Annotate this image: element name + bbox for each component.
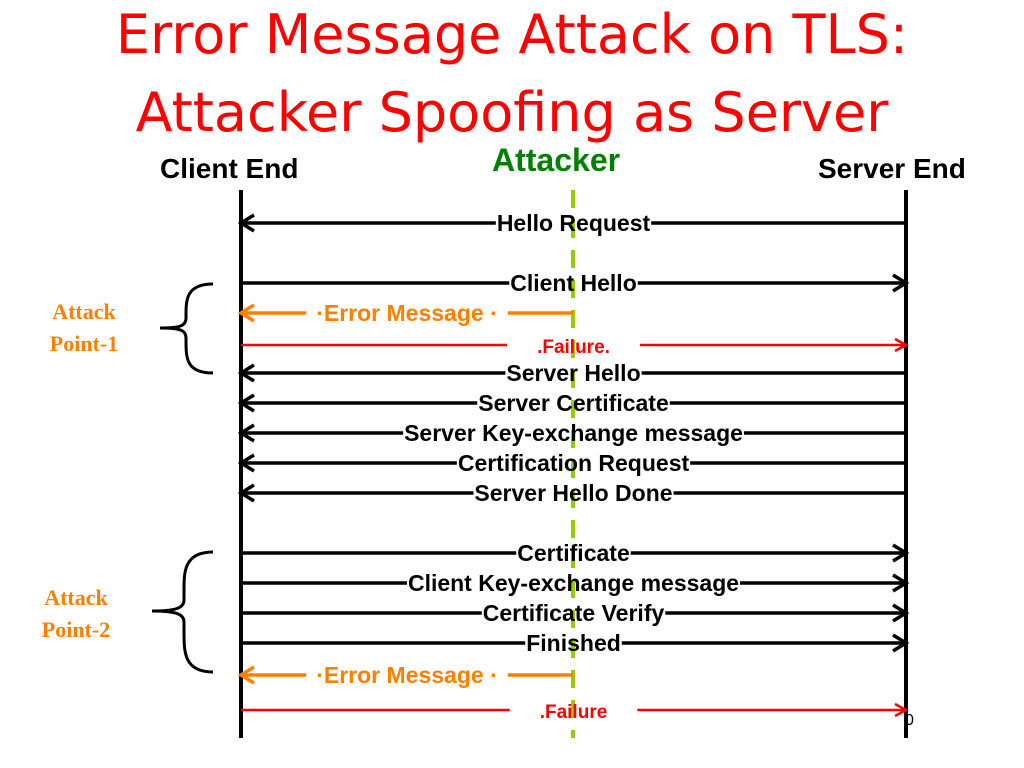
arrowhead xyxy=(892,573,910,593)
message-label: ·Error Message · xyxy=(316,300,498,326)
message-label: Certification Request xyxy=(458,450,690,476)
message-arrow-7: Server Key-exchange message xyxy=(237,420,906,446)
arrowhead xyxy=(892,633,910,653)
attacker-label: Attacker xyxy=(492,142,621,178)
attack-point-2-label: Attack Point-2 xyxy=(16,582,136,646)
message-label: Certificate Verify xyxy=(483,600,665,626)
message-label: Hello Request xyxy=(497,210,651,236)
attack-point-1-label: Attack Point-1 xyxy=(24,296,144,360)
slide-title-line-2: Attacker Spoofing as Server xyxy=(135,81,889,144)
server-end-label: Server End xyxy=(818,153,966,184)
message-arrow-14: ·Error Message · xyxy=(237,662,573,688)
message-arrow-9: Server Hello Done xyxy=(237,480,906,506)
slide-title-line-1: Error Message Attack on TLS: xyxy=(115,3,909,66)
client-end-label: Client End xyxy=(160,153,299,184)
attack-point-2-brace xyxy=(151,550,214,674)
arrowhead xyxy=(237,393,255,413)
message-arrow-11: Client Key-exchange message xyxy=(241,570,910,596)
attack-point-1-brace xyxy=(159,282,214,375)
attack-point-1-line-2: Point-1 xyxy=(49,330,119,356)
message-arrow-6: Server Certificate xyxy=(237,390,906,416)
message-arrow-13: Finished xyxy=(241,630,910,656)
arrowhead xyxy=(237,423,255,443)
message-arrow-8: Certification Request xyxy=(237,450,906,476)
message-arrow-5: Server Hello xyxy=(237,360,906,386)
arrowhead xyxy=(237,453,255,473)
message-label: Server Hello xyxy=(506,360,640,386)
attack-point-1-line-1: Attack xyxy=(52,299,116,324)
message-label: .Failure xyxy=(540,702,608,723)
arrowhead xyxy=(237,665,255,685)
message-arrow-10: Certificate xyxy=(241,540,910,566)
message-label: Server Certificate xyxy=(478,390,669,416)
message-arrow-1: Hello Request xyxy=(237,210,906,236)
message-arrow-12: Certificate Verify xyxy=(241,600,910,626)
message-label: .Failure. xyxy=(537,337,610,358)
arrowhead xyxy=(237,213,255,233)
arrowhead xyxy=(892,273,910,293)
message-label: Certificate xyxy=(517,540,629,566)
arrowhead xyxy=(237,483,255,503)
message-arrow-4: .Failure. xyxy=(241,337,909,358)
arrowhead xyxy=(894,337,909,353)
message-label: Finished xyxy=(526,630,621,656)
arrowhead xyxy=(894,702,909,718)
message-arrow-2: Client Hello xyxy=(241,270,910,296)
arrowhead xyxy=(237,363,255,383)
arrowhead xyxy=(237,303,255,323)
attack-point-2-line-2: Point-2 xyxy=(41,616,111,642)
message-arrow-15: .Failure xyxy=(241,702,909,723)
arrowhead xyxy=(892,543,910,563)
message-arrow-3: ·Error Message · xyxy=(237,300,573,326)
arrowhead xyxy=(892,603,910,623)
attack-point-2-line-1: Attack xyxy=(44,585,108,610)
message-label: Server Key-exchange message xyxy=(404,420,743,446)
message-label: ·Error Message · xyxy=(316,662,498,688)
page-number: 0 xyxy=(905,712,914,729)
message-label: Client Hello xyxy=(510,270,637,296)
message-label: Client Key-exchange message xyxy=(408,570,739,596)
message-label: Server Hello Done xyxy=(474,480,672,506)
